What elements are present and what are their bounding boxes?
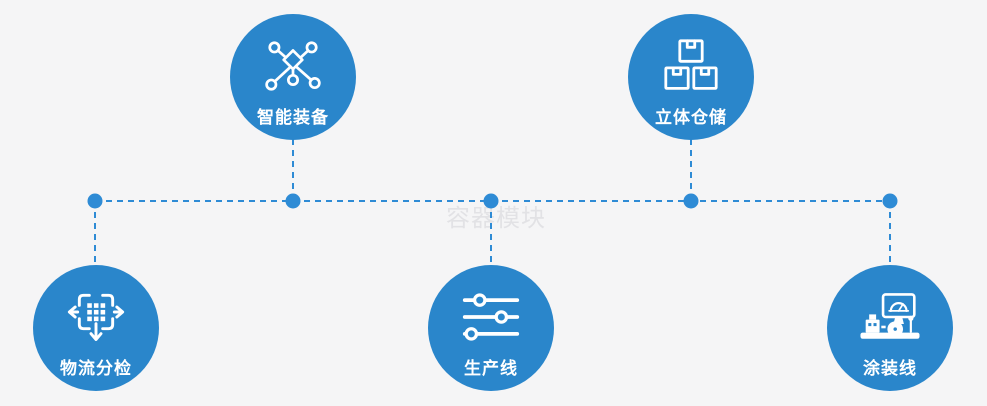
junction-dot <box>285 193 301 209</box>
node-label: 立体仓储 <box>655 108 727 127</box>
machine-monitor-icon <box>857 288 923 346</box>
sliders-icon <box>461 288 521 346</box>
stacked-boxes-icon <box>662 37 720 95</box>
network-nodes-icon <box>262 37 324 95</box>
node-label: 智能装备 <box>257 108 329 127</box>
junction-dot <box>882 193 898 209</box>
node-label: 涂装线 <box>863 359 917 378</box>
junction-dot <box>87 193 103 209</box>
sort-move-arrows-icon <box>66 288 126 346</box>
junction-dot <box>483 193 499 209</box>
node-label: 物流分检 <box>60 359 132 378</box>
node-label: 生产线 <box>464 359 518 378</box>
node-logistics-sorting: 物流分检 <box>33 265 159 391</box>
node-warehouse: 立体仓储 <box>628 14 754 140</box>
watermark-text: 容器模块 <box>446 205 546 232</box>
junction-dot <box>683 193 699 209</box>
node-smart-equipment: 智能装备 <box>230 14 356 140</box>
node-production-line: 生产线 <box>428 265 554 391</box>
node-painting-line: 涂装线 <box>827 265 953 391</box>
